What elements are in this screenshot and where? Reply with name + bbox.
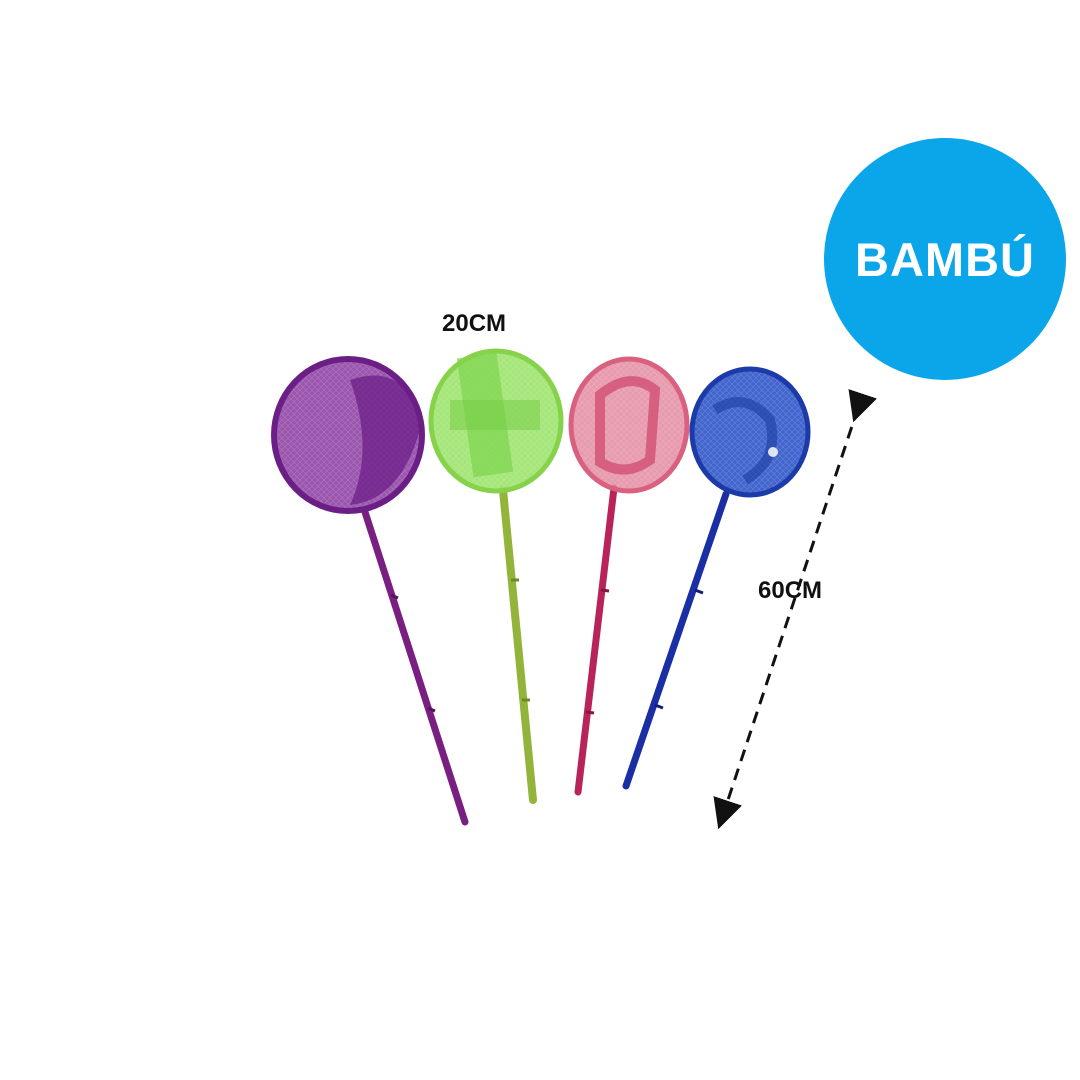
net-pink [568, 356, 690, 796]
net-green [428, 348, 564, 804]
length-dimension-arrow [713, 389, 877, 830]
net-purple [271, 356, 469, 826]
material-badge: BAMBÚ [824, 138, 1066, 380]
handle-green [499, 486, 537, 804]
net-frame-green [428, 348, 564, 494]
net-frame-pink [568, 356, 690, 494]
handle-pink [574, 484, 618, 796]
net-frame-purple [271, 356, 425, 514]
material-badge-label: BAMBÚ [855, 232, 1035, 286]
handle-blue [622, 490, 730, 790]
handle-length-label: 60CM [758, 577, 823, 604]
handle-purple [361, 508, 469, 826]
net-width-label: 20CM [442, 310, 507, 337]
